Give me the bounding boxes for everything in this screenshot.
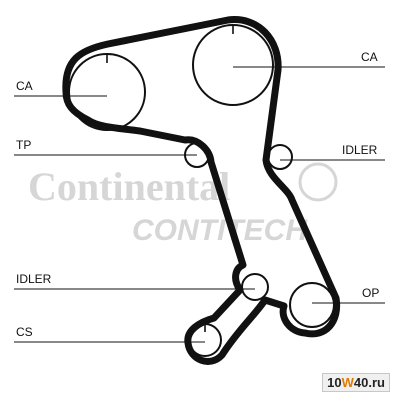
- pulley-op: [289, 282, 335, 328]
- badge-suffix: 40.ru: [353, 375, 385, 390]
- label-idler-left: IDLER: [16, 272, 52, 286]
- watermark-continental: Continental: [28, 164, 230, 209]
- label-tp: TP: [16, 138, 31, 152]
- watermark-contitech: CONTITECH: [132, 214, 308, 247]
- site-badge: 10W40.ru: [322, 373, 390, 392]
- label-ca-left: CA: [16, 79, 33, 93]
- badge-prefix: 10: [327, 375, 342, 390]
- label-cs: CS: [16, 325, 33, 339]
- label-ca-right: CA: [361, 50, 378, 64]
- label-idler-right: IDLER: [342, 143, 378, 157]
- badge-w: W: [341, 375, 354, 390]
- pulley-idler-left: [241, 273, 269, 301]
- pulley-ca-right: [192, 24, 274, 106]
- watermark-horse-logo-icon: [298, 162, 338, 202]
- timing-belt: [62, 16, 341, 365]
- label-op: OP: [362, 286, 379, 300]
- pulley-idler-right: [267, 144, 293, 170]
